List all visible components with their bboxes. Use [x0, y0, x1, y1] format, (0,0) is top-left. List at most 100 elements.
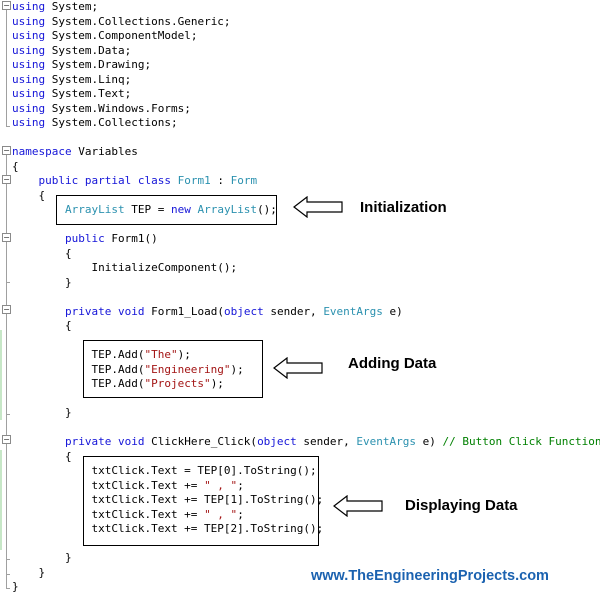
collapse-form-load-icon[interactable]: − — [2, 305, 11, 314]
code-line: } — [12, 551, 72, 566]
code-token: " , " — [204, 478, 238, 492]
code-token: namespace — [12, 145, 72, 158]
outline-constructor-end — [6, 282, 10, 283]
outline-class-close — [6, 574, 10, 575]
code-line: txtClick.Text = TEP[0].ToString(); — [12, 464, 316, 479]
adding-data-box — [83, 340, 263, 398]
code-line: using System.Windows.Forms; — [12, 102, 191, 117]
code-token: txtClick.Text += — [12, 507, 205, 521]
code-token: } — [12, 565, 46, 579]
code-line: { — [12, 247, 72, 262]
collapse-using-icon[interactable]: − — [2, 1, 11, 10]
code-token: EventArgs — [356, 435, 417, 448]
code-line: { — [12, 319, 72, 334]
code-line: using System.Collections.Generic; — [12, 15, 231, 30]
code-line: { — [12, 189, 45, 204]
outline-class-mid2 — [6, 414, 7, 435]
code-token: public partial class — [38, 174, 171, 187]
code-token: ClickHere_Click( — [144, 435, 258, 448]
code-token — [12, 305, 65, 318]
code-token: txtClick.Text += — [12, 478, 205, 492]
code-token: using — [12, 43, 46, 57]
code-line: ArrayList TEP = new ArrayList(); — [12, 203, 277, 218]
code-token: { — [12, 319, 72, 332]
arrow-left-icon — [293, 196, 343, 218]
code-line: using System.ComponentModel; — [12, 29, 197, 44]
arrow-left-icon — [333, 495, 383, 517]
code-token: object — [257, 435, 297, 448]
code-token: Form1() — [104, 232, 158, 245]
outline-namespace-end — [6, 574, 7, 588]
code-line: txtClick.Text += " , "; — [12, 507, 244, 523]
adding-data-label: Adding Data — [348, 355, 437, 372]
code-token: InitializeComponent(); — [12, 261, 238, 274]
code-token — [12, 174, 39, 187]
code-token: System.ComponentModel; — [45, 29, 198, 42]
change-marker — [0, 330, 2, 420]
code-token: Form1 — [177, 174, 211, 187]
code-token: EventArgs — [323, 304, 383, 318]
outline-namespace-close — [6, 588, 10, 589]
code-token: : — [210, 174, 231, 187]
code-line: { — [12, 450, 72, 465]
code-line: txtClick.Text += " , "; — [12, 478, 243, 494]
code-token: (); — [257, 203, 277, 216]
code-token: sender, — [263, 304, 324, 318]
collapse-namespace-icon[interactable]: − — [2, 146, 11, 155]
code-line: TEP.Add("The"); — [12, 348, 190, 363]
code-token: System.Collections; — [45, 116, 178, 129]
code-line: private void Form1_Load(object sender, E… — [12, 305, 403, 320]
code-line: public partial class Form1 : Form — [12, 174, 258, 189]
displaying-data-box — [83, 456, 319, 546]
code-token: Form1_Load( — [144, 304, 224, 318]
code-token: Form — [230, 174, 258, 187]
code-token: using — [12, 101, 46, 115]
code-token: System; — [45, 0, 99, 13]
code-line: InitializeComponent(); — [12, 261, 237, 276]
code-token: "Engineering" — [144, 362, 231, 376]
code-line: txtClick.Text += TEP[2].ToString(); — [12, 522, 323, 537]
code-line: using System.Collections; — [12, 116, 178, 131]
code-token: ); — [230, 362, 244, 376]
code-line: txtClick.Text += TEP[1].ToString(); — [12, 493, 323, 508]
arrow-left-icon — [273, 357, 323, 379]
code-token: "The" — [144, 348, 178, 361]
code-token: Variables — [71, 145, 138, 158]
code-token: System.Linq; — [45, 72, 132, 86]
code-token: } — [12, 275, 72, 289]
code-token: ; — [237, 507, 244, 521]
code-line: namespace Variables — [12, 145, 138, 160]
outline-using — [6, 10, 7, 126]
code-token: System.Data; — [45, 43, 132, 57]
code-token: TEP = — [124, 203, 171, 216]
outline-form-load — [6, 314, 7, 414]
code-line: using System.Data; — [12, 44, 131, 59]
code-token: e) — [382, 304, 403, 318]
code-line: using System.Linq; — [12, 73, 131, 88]
code-token — [171, 174, 178, 187]
code-token: using — [12, 29, 46, 42]
code-token — [12, 232, 65, 245]
code-line: private void ClickHere_Click(object send… — [12, 435, 600, 450]
initialization-box — [56, 195, 277, 225]
code-token: using — [12, 72, 46, 86]
outline-using-end — [6, 126, 10, 127]
code-line: using System.Drawing; — [12, 58, 151, 73]
collapse-constructor-icon[interactable]: − — [2, 233, 11, 242]
code-line: } — [12, 566, 45, 581]
code-token: new — [170, 203, 191, 216]
displaying-data-label: Displaying Data — [405, 497, 518, 514]
outline-class-end — [6, 559, 7, 574]
code-token: } — [12, 551, 72, 564]
code-token: ArrayList — [64, 203, 125, 216]
code-token: using — [12, 58, 46, 71]
code-token: using — [12, 14, 46, 28]
code-token: System.Collections.Generic; — [45, 14, 231, 28]
code-token: ); — [210, 377, 224, 390]
code-token: TEP.Add( — [12, 377, 145, 390]
outline-form-load-end — [6, 414, 10, 415]
code-token: { — [12, 449, 72, 463]
code-token: public — [64, 232, 105, 245]
collapse-click-handler-icon[interactable]: − — [2, 435, 11, 444]
collapse-class-icon[interactable]: − — [2, 175, 11, 184]
